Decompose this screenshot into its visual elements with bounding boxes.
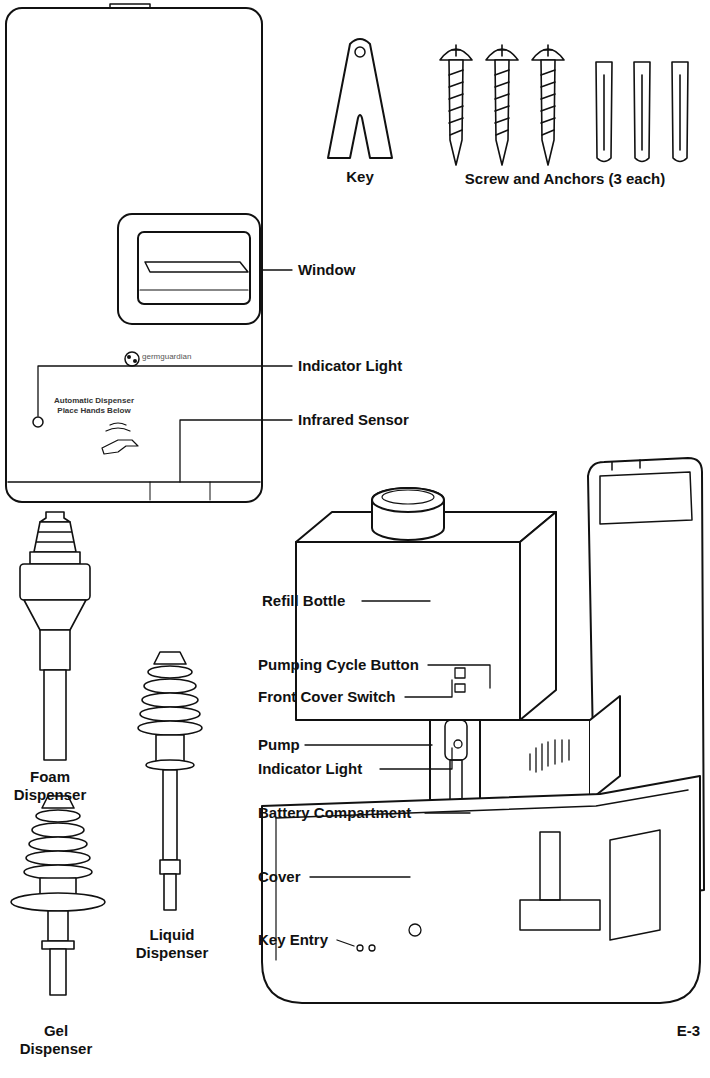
part-label: Gel Dispenser bbox=[14, 1022, 98, 1058]
brand-logo-text: germguardian bbox=[142, 352, 232, 362]
part-label: Refill Bottle bbox=[262, 592, 382, 610]
part-label: Screw and Anchors (3 each) bbox=[425, 170, 705, 188]
part-label: Foam Dispenser bbox=[8, 768, 92, 804]
anchor-drawing bbox=[596, 62, 688, 162]
part-label: Window bbox=[298, 261, 428, 279]
gel-pump-drawing bbox=[11, 796, 105, 995]
part-label: Battery Compartment bbox=[258, 804, 458, 822]
part-label: Indicator Light bbox=[298, 357, 458, 375]
key-drawing bbox=[328, 39, 392, 158]
leader-lines bbox=[38, 270, 490, 946]
open-dispenser bbox=[262, 458, 704, 1003]
part-label: Infrared Sensor bbox=[298, 411, 458, 429]
part-label: Key bbox=[330, 168, 390, 186]
part-label: Cover bbox=[258, 868, 358, 886]
part-label: Pumping Cycle Button bbox=[258, 656, 458, 674]
part-label: Indicator Light bbox=[258, 760, 418, 778]
part-label: Front Cover Switch bbox=[258, 688, 458, 706]
foam-pump-drawing bbox=[20, 512, 90, 760]
page-number: E-3 bbox=[620, 1022, 700, 1040]
screw-drawing bbox=[440, 45, 564, 165]
part-label: Liquid Dispenser bbox=[130, 926, 214, 962]
liquid-pump-drawing bbox=[138, 652, 202, 910]
device-print: Automatic Dispenser Place Hands Below bbox=[44, 396, 144, 416]
part-label: Key Entry bbox=[258, 931, 358, 949]
dispenser-front bbox=[6, 4, 262, 502]
part-label: Pump bbox=[258, 736, 358, 754]
